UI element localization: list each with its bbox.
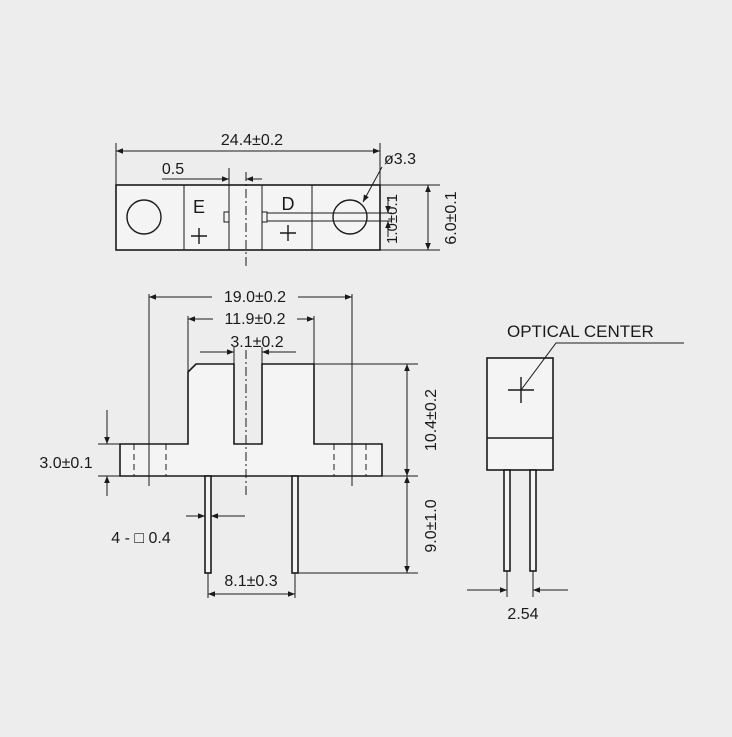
hole-spacing-label: 19.0±0.2 (224, 289, 286, 306)
slot-offset-label: 0.5 (162, 161, 184, 178)
top-view-body (115, 184, 381, 251)
lead-left (204, 475, 212, 574)
leader-line (520, 342, 684, 391)
emitter-aperture (223, 211, 230, 223)
slot-outer-width-label: 11.9±0.2 (225, 311, 286, 328)
label-mask (212, 286, 298, 304)
lead-section-label: 4 - □ 0.4 (111, 530, 171, 547)
detector-aperture (261, 211, 268, 223)
mounting-hole-right (332, 199, 368, 235)
plus-sign-icon (191, 228, 207, 244)
top-view: E D 24.4±0.2 0.5 ø3.3 1.0±0.1 6.0±0.1 (115, 132, 460, 268)
overall-length-label: 24.4±0.2 (221, 132, 283, 149)
detector-mark: D (282, 194, 295, 214)
plus-sign-icon (280, 225, 296, 241)
mounting-hole-left (126, 199, 162, 235)
flange-thickness-label: 3.0±0.1 (39, 455, 92, 472)
aperture-height-label: 1.0±0.1 (384, 194, 401, 244)
side-view: OPTICAL CENTER 2.54 (467, 322, 684, 623)
pin-right (529, 469, 537, 572)
lead-length-label: 9.0±1.0 (423, 499, 440, 552)
lead-right (291, 475, 299, 574)
optical-center-label: OPTICAL CENTER (507, 322, 654, 341)
pin-left (503, 469, 511, 572)
pin-pitch-label: 2.54 (507, 606, 538, 623)
lead-spacing-label: 8.1±0.3 (224, 573, 277, 590)
front-view-body (119, 363, 383, 477)
emitter-mark: E (193, 197, 205, 217)
side-view-body (486, 357, 554, 471)
body-height-label: 6.0±0.1 (443, 191, 460, 244)
hole-diameter-label: ø3.3 (384, 151, 416, 168)
leader-line (362, 166, 383, 203)
body-total-height-label: 10.4±0.2 (423, 389, 440, 451)
label-mask (213, 308, 297, 326)
front-view: 19.0±0.2 11.9±0.2 3.1±0.2 3.0±0.1 10.4±0… (39, 286, 440, 598)
slot-gap-label: 3.1±0.2 (230, 334, 283, 351)
